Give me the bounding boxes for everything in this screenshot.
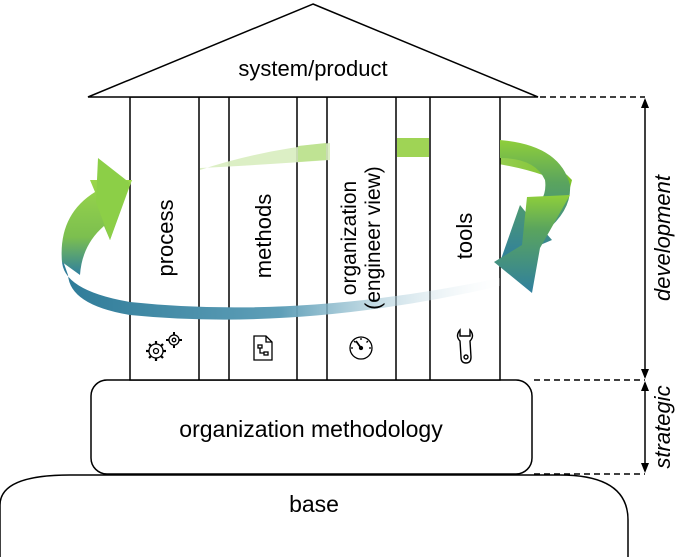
document-diagram-icon xyxy=(253,335,273,361)
bracket-label-strategic: strategic xyxy=(650,385,675,468)
roof xyxy=(87,3,539,98)
wrench-icon xyxy=(456,328,474,364)
pillar-label-organization-line2: (engineer view) xyxy=(362,166,385,310)
bracket-arrowheads xyxy=(641,98,649,473)
gears-icon xyxy=(146,332,182,361)
base-dome xyxy=(0,474,629,557)
cycle-arrow-right-tip xyxy=(494,195,570,293)
pillar-lines xyxy=(129,96,501,381)
foundation-label: organization methodology xyxy=(179,416,443,442)
base-label: base xyxy=(289,491,339,517)
bracket-lines xyxy=(534,96,646,475)
cycle-arrow-front xyxy=(61,258,500,320)
bracket-label-development: development xyxy=(650,174,675,301)
cycle-arrow-left-tip xyxy=(96,158,130,240)
gauge-icon xyxy=(349,336,373,360)
pillar-label-process: process xyxy=(153,199,178,276)
cycle-arrow-back-visible xyxy=(200,143,330,170)
pillar-label-tools: tools xyxy=(452,213,477,259)
roof-label: system/product xyxy=(238,56,387,81)
cycle-arrow-back-seg2 xyxy=(397,138,429,157)
pillar-label-methods: methods xyxy=(251,194,276,278)
cycle-arrow-back-seg xyxy=(298,143,326,162)
cycle-arrow-right xyxy=(500,140,571,262)
pillar-label-organization: organization xyxy=(338,181,361,295)
